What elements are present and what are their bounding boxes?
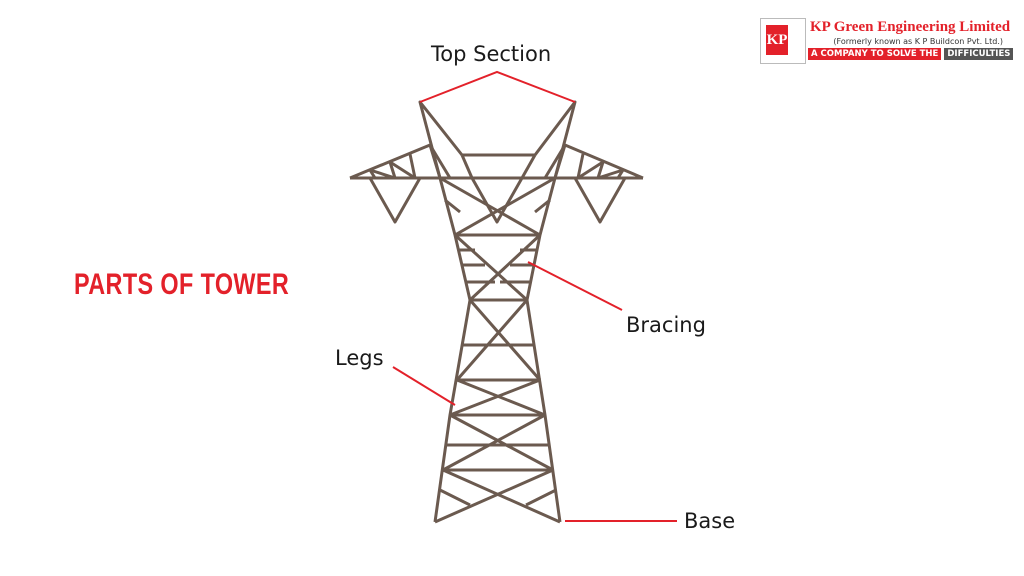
company-logo: KP KP Green Engineering Limited (Formerl…: [760, 18, 1014, 66]
legs-leader: [392, 366, 456, 406]
logo-tagline-red: A COMPANY TO SOLVE THE: [808, 48, 942, 60]
bracing-leader: [527, 261, 623, 311]
label-legs: Legs: [335, 346, 384, 370]
label-leader-lines: [392, 70, 677, 522]
logo-tagline-gray: DIFFICULTIES: [944, 48, 1014, 60]
label-top-section: Top Section: [431, 42, 552, 66]
label-base: Base: [684, 509, 736, 533]
logo-formerly: (Formerly known as K P Buildcon Pvt. Ltd…: [833, 37, 1003, 46]
label-bracing: Bracing: [626, 313, 706, 337]
logo-tagline: A COMPANY TO SOLVE THE DIFFICULTIES: [808, 48, 1014, 60]
top-section-leader: [419, 70, 576, 103]
diagram-title: PARTS OF TOWER: [74, 268, 290, 301]
logo-mark-kp: KP: [766, 25, 788, 55]
transmission-tower: [349, 100, 644, 524]
logo-company-name: KP Green Engineering Limited: [810, 19, 1011, 35]
logo-mark: KP: [760, 18, 806, 64]
